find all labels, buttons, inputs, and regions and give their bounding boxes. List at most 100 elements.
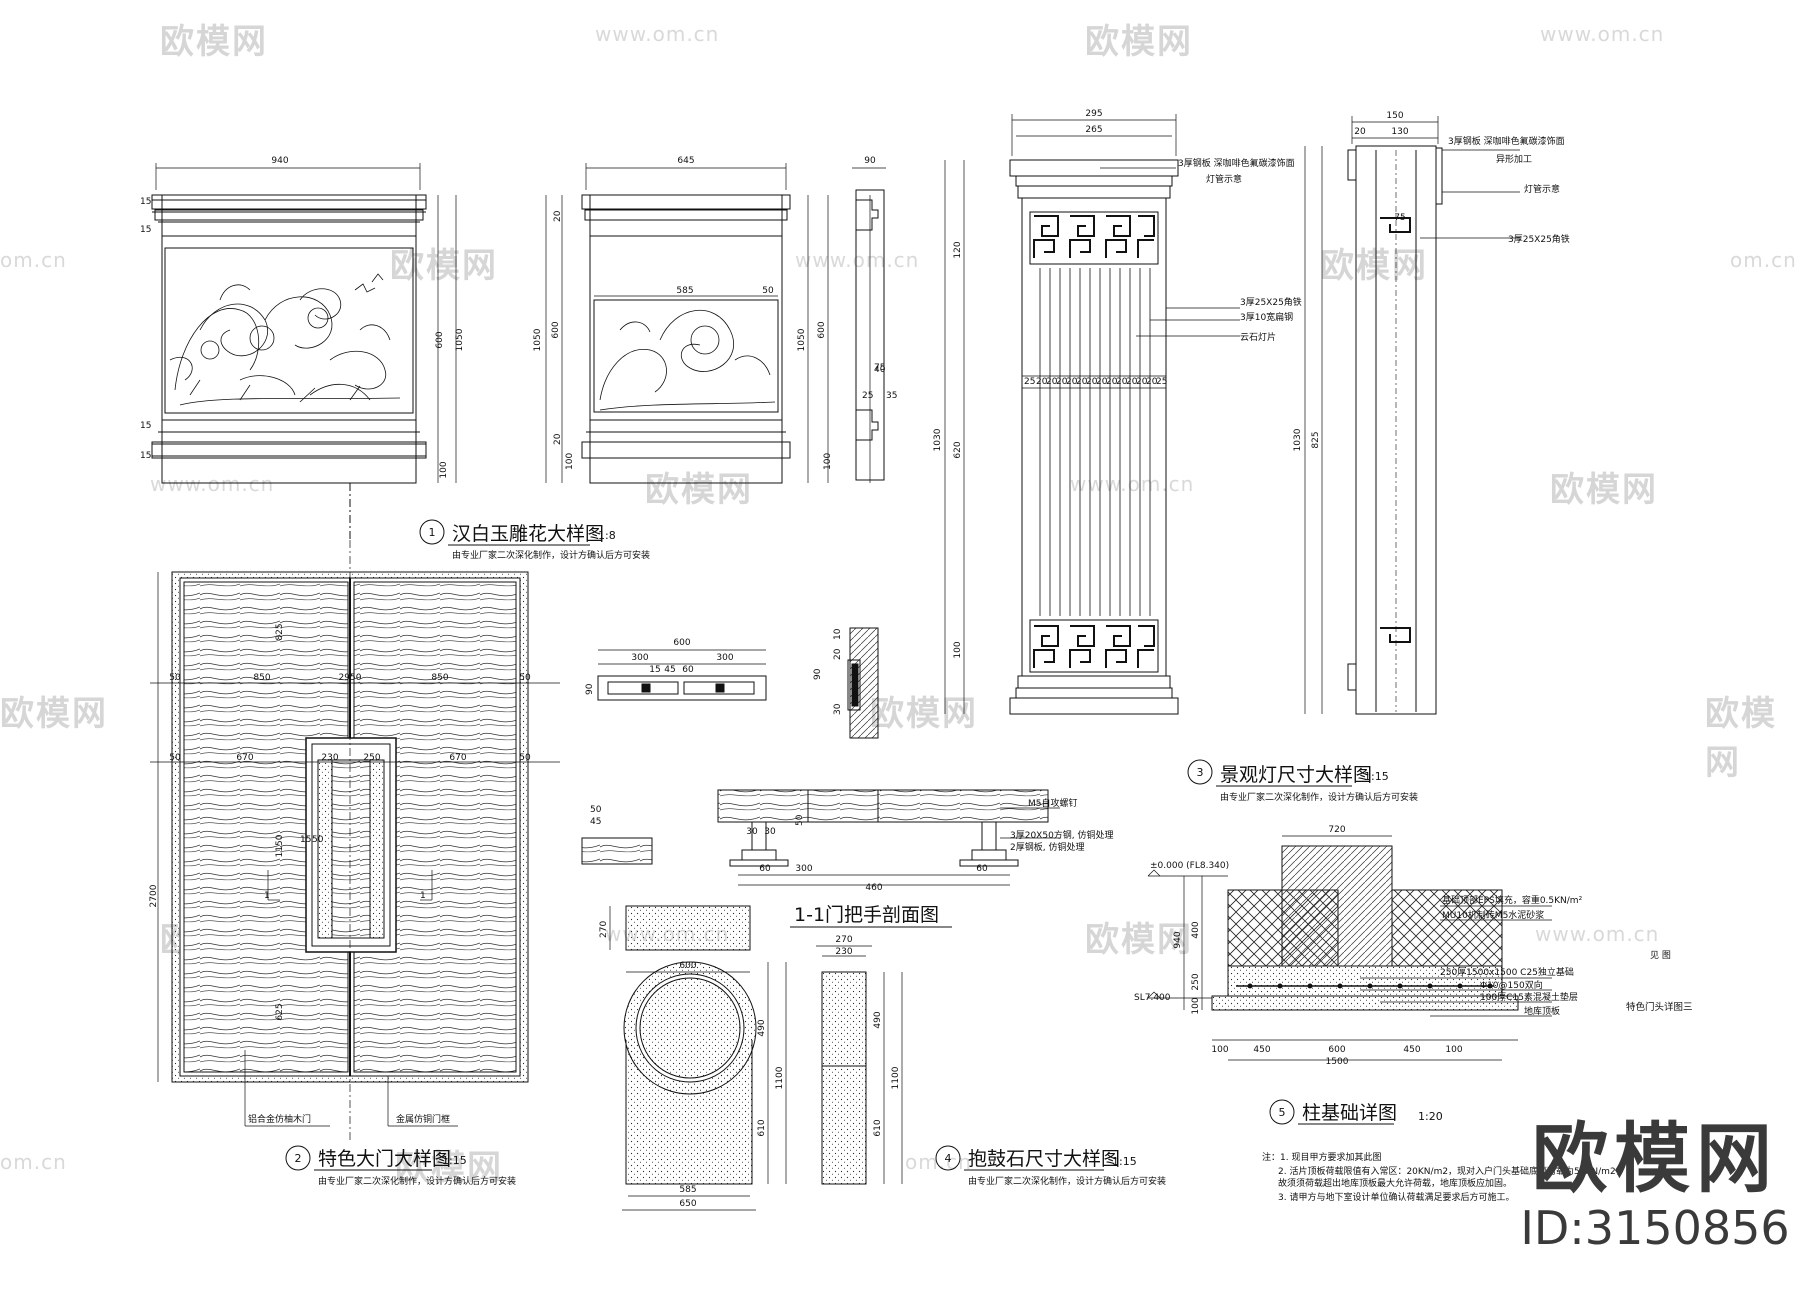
svg-text:600: 600 (817, 321, 827, 338)
svg-text:300: 300 (631, 653, 648, 663)
svg-text:620: 620 (953, 441, 963, 458)
drawing-5-title-block: 5 柱基础详图 1:20 (1269, 1099, 1443, 1125)
svg-text:600: 600 (435, 331, 445, 348)
lamp-label-angle: 3厚25X25角铁 (1240, 296, 1302, 308)
callout-door-frame: 金属仿铜门框 (396, 1113, 450, 1125)
svg-text:130: 130 (1391, 127, 1408, 137)
svg-text:1: 1 (420, 891, 426, 901)
svg-text:1500: 1500 (1326, 1057, 1349, 1067)
svg-text:3: 3 (1197, 766, 1204, 779)
svg-text:400: 400 (1191, 921, 1201, 938)
watermark-logo: 欧模网 (390, 246, 498, 286)
svg-text:100: 100 (1445, 1045, 1462, 1055)
svg-text:特色大门大样图: 特色大门大样图 (318, 1148, 451, 1170)
label-square-tube: 3厚20X50方钢, 仿铜处理 (1010, 829, 1114, 841)
svg-text:50: 50 (519, 673, 531, 683)
brand-id: ID:3150856 (1520, 1201, 1790, 1255)
svg-text:50: 50 (590, 805, 602, 815)
svg-text:270: 270 (835, 935, 852, 945)
drawing-1-title: 汉白玉雕花大样图 (452, 523, 604, 545)
side-label-steel: 3厚钢板 深咖啡色氟碳漆饰面 (1448, 135, 1565, 147)
svg-text:30: 30 (746, 827, 758, 837)
svg-text:585: 585 (676, 286, 693, 296)
svg-text:抱鼓石尺寸大样图: 抱鼓石尺寸大样图 (968, 1148, 1120, 1170)
handle-section (581, 627, 1060, 886)
svg-text:20: 20 (1036, 377, 1048, 387)
drawing-1-carved-panel (151, 163, 886, 540)
watermark-url: www.om.cn (795, 248, 920, 272)
svg-text:15: 15 (140, 421, 151, 431)
lamp-label-steel-plate: 3厚钢板 深咖啡色氟碳漆饰面 (1178, 157, 1295, 169)
drawing-4-labels: 270 600 585 650 490 610 1100 270 230 490… (599, 921, 901, 1209)
watermark-logo: 欧模网 (1085, 22, 1193, 62)
watermark-url: www.om.cn (1540, 22, 1665, 46)
drawing-2-feature-gate: 850 850 2950 50 50 670 670 230 250 50 50… (149, 540, 560, 1140)
svg-text:1100: 1100 (891, 1066, 901, 1089)
svg-text:15: 15 (649, 665, 660, 675)
svg-text:柱基础详图: 柱基础详图 (1302, 1102, 1397, 1124)
svg-text:100: 100 (1211, 1045, 1228, 1055)
svg-text:30: 30 (833, 703, 843, 715)
drawing-3-title-block: 3 景观灯尺寸大样图 1:15 由专业厂家二次深化制作，设计方确认后方可安装 (1187, 759, 1418, 803)
svg-text:650: 650 (679, 1199, 696, 1209)
svg-text:50: 50 (169, 673, 181, 683)
general-notes: 注：1. 现目甲方要求加其此图 2. 活片顶板荷载限值有入常区：20KN/m2，… (1262, 1151, 1625, 1203)
svg-text:15: 15 (140, 197, 151, 207)
svg-text:2700: 2700 (149, 884, 159, 907)
svg-text:230: 230 (321, 753, 338, 763)
svg-text:40: 40 (874, 365, 886, 375)
svg-text:75: 75 (874, 363, 885, 373)
svg-text:825: 825 (1311, 431, 1321, 448)
svg-text:20: 20 (1126, 377, 1138, 387)
svg-text:270: 270 (599, 921, 609, 938)
svg-text:20: 20 (1096, 377, 1108, 387)
lamp-label-marble: 云石灯片 (1240, 331, 1276, 343)
svg-text:90: 90 (864, 156, 876, 166)
svg-text:20: 20 (1046, 377, 1058, 387)
watermark-url: om.cn (0, 1150, 67, 1174)
svg-text:585: 585 (679, 1185, 696, 1195)
svg-text:90: 90 (585, 683, 595, 695)
svg-text:250: 250 (1191, 973, 1201, 990)
svg-text:Φ10@150双向: Φ10@150双向 (1480, 979, 1543, 991)
svg-text:20: 20 (1354, 127, 1366, 137)
svg-text:20: 20 (1146, 377, 1158, 387)
svg-text:850: 850 (431, 673, 448, 683)
svg-text:1: 1 (264, 891, 270, 901)
svg-text:1100: 1100 (775, 1066, 785, 1089)
reference-see: 见 图 (1650, 950, 1671, 961)
svg-text:100: 100 (1191, 997, 1201, 1014)
svg-text:625: 625 (275, 1003, 285, 1020)
drawing-1-scale: 1:8 (598, 529, 616, 542)
drawing-3-labels: 295 265 150 20 130 75 1030 120 620 100 1… (933, 109, 1570, 659)
elevation-bottom: SL7.400 (1134, 993, 1171, 1003)
svg-text:20: 20 (1066, 377, 1078, 387)
watermark-logo: 欧模网 (1085, 920, 1193, 960)
svg-text:940: 940 (271, 156, 288, 166)
svg-text:1:15: 1:15 (442, 1154, 467, 1167)
svg-text:600: 600 (1328, 1045, 1345, 1055)
svg-text:645: 645 (677, 156, 694, 166)
svg-text:120: 120 (953, 241, 963, 258)
svg-text:600: 600 (673, 638, 690, 648)
watermark-url: www.om.cn (1070, 472, 1195, 496)
svg-text:1050: 1050 (797, 328, 807, 351)
svg-text:450: 450 (1253, 1045, 1270, 1055)
svg-text:490: 490 (873, 1011, 883, 1028)
svg-text:610: 610 (873, 1119, 883, 1136)
svg-text:10: 10 (833, 628, 843, 640)
svg-text:1150: 1150 (275, 834, 285, 857)
svg-text:60: 60 (682, 665, 694, 675)
svg-text:50: 50 (312, 835, 324, 845)
svg-text:15: 15 (140, 225, 151, 235)
drawing-1-note: 由专业厂家二次深化制作，设计方确认后方可安装 (452, 549, 650, 561)
section-title: 1-1门把手剖面图 (794, 904, 939, 926)
svg-text:1050: 1050 (533, 328, 543, 351)
svg-text:25: 25 (1024, 377, 1035, 387)
svg-text:1030: 1030 (933, 428, 943, 451)
svg-text:3. 请甲方与地下室设计单位确认荷载满足要求后方可施工。: 3. 请甲方与地下室设计单位确认荷载满足要求后方可施工。 (1278, 1191, 1514, 1203)
svg-text:25: 25 (1156, 377, 1167, 387)
svg-text:由专业厂家二次深化制作，设计方确认后方可安装: 由专业厂家二次深化制作，设计方确认后方可安装 (1220, 791, 1418, 803)
svg-text:注：1. 现目甲方要求加其此图: 注：1. 现目甲方要求加其此图 (1262, 1151, 1381, 1163)
watermark-url: www.om.cn (595, 22, 720, 46)
